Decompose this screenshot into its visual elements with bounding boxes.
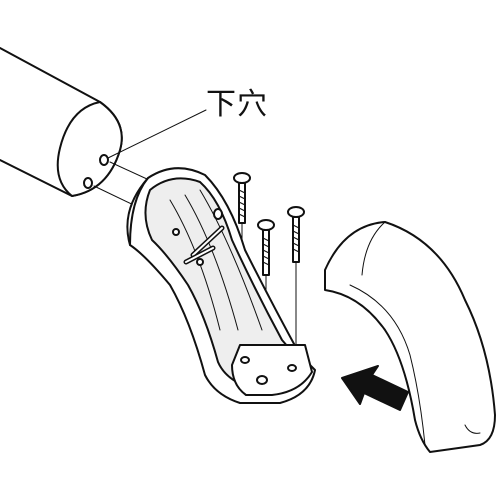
elbow-bracket	[126, 167, 316, 404]
label-leader	[107, 109, 207, 159]
screw-icon	[190, 225, 225, 258]
pipe-end-face	[56, 101, 123, 197]
screw-icon	[257, 219, 275, 276]
bracket-hole-center	[256, 375, 268, 385]
pilot-hole-label: 下穴	[206, 87, 268, 122]
pilot-hole-lower	[83, 177, 93, 189]
pilot-hole-upper	[99, 154, 109, 166]
handrail-pipe	[0, 47, 123, 197]
screw-icon	[233, 172, 251, 224]
elbow-cover	[324, 221, 496, 453]
arrow-icon	[341, 365, 409, 411]
bracket-hole-left	[240, 356, 250, 364]
screw-icon	[183, 245, 216, 265]
vertical-screws	[233, 172, 305, 276]
screw-icon	[287, 206, 305, 263]
bracket-hole-right	[287, 364, 297, 372]
side-screws	[183, 225, 225, 265]
